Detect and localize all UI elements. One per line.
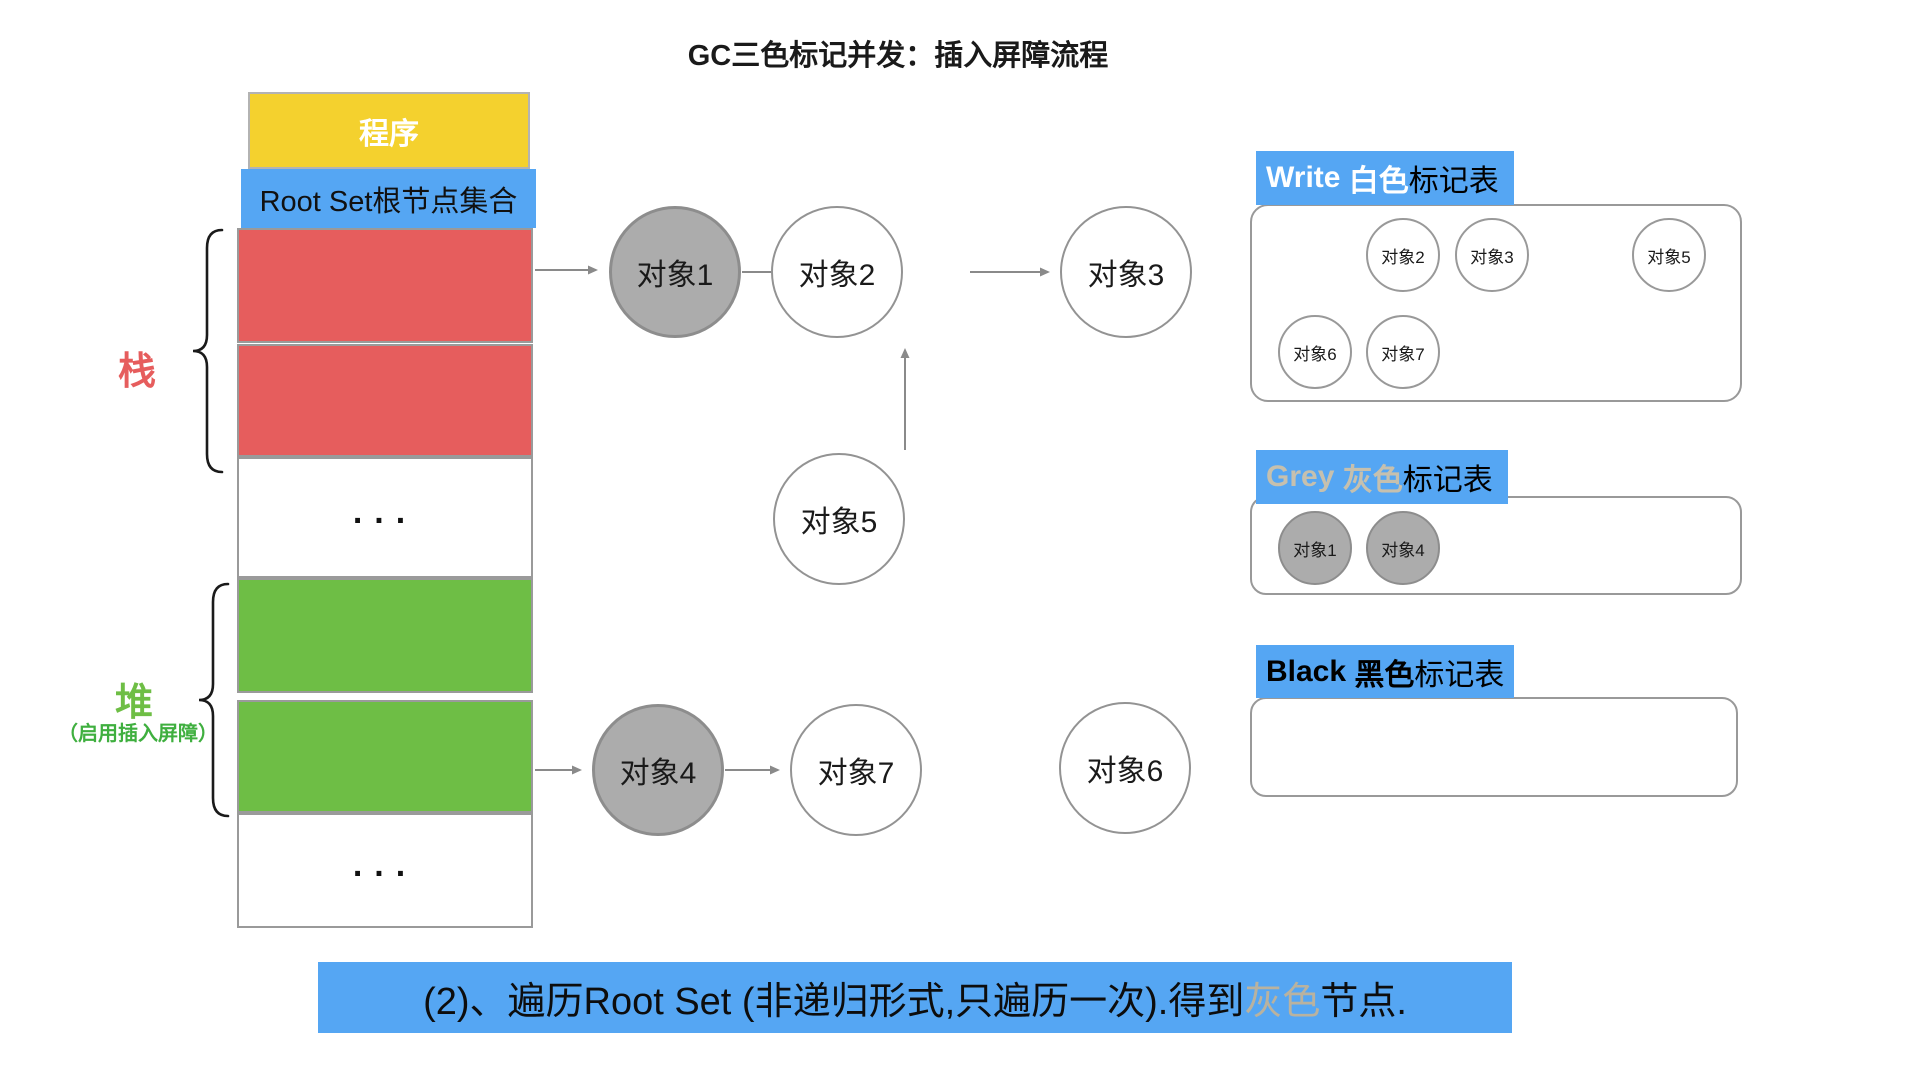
- graph-node-obj4: 对象4: [592, 704, 724, 836]
- heap-block-2: [237, 700, 533, 813]
- graph-node-obj5: 对象5: [773, 453, 905, 585]
- black-table-word-en: Black: [1266, 654, 1355, 688]
- white-table-word-en: Write: [1266, 161, 1349, 194]
- grey-table-item-obj4: 对象4: [1366, 511, 1440, 585]
- graph-node-obj3: 对象3: [1060, 206, 1192, 338]
- white-table-label: Write 白色标记表: [1256, 151, 1514, 205]
- ellipsis-block-1: ...: [237, 457, 533, 578]
- grey-table-word-en: Grey: [1266, 460, 1343, 493]
- caption-suffix: 节点.: [1320, 981, 1407, 1023]
- stack-brace: [192, 228, 224, 474]
- white-table-item-obj6: 对象6: [1278, 315, 1352, 389]
- grey-table-word-color: 灰色: [1342, 464, 1403, 497]
- heap-brace: [198, 582, 230, 818]
- ellipsis-block-2: ...: [237, 813, 533, 928]
- stack-label: 栈: [118, 351, 157, 393]
- heap-note: （启用插入屏障）: [58, 723, 218, 745]
- ellipsis-text-2: ...: [352, 846, 418, 884]
- caption-prefix: (2)、遍历Root Set (非递归形式,只遍历一次).得到: [423, 981, 1245, 1023]
- black-table-suffix: 标记表: [1414, 658, 1505, 692]
- white-table-item-obj3: 对象3: [1455, 218, 1529, 292]
- black-table: [1250, 697, 1738, 797]
- black-table-word-color: 黑色: [1354, 658, 1415, 692]
- graph-node-obj7: 对象7: [790, 704, 922, 836]
- caption-highlight: 灰色: [1244, 981, 1321, 1023]
- stack-block-2: [237, 344, 533, 457]
- graph-node-obj6: 对象6: [1059, 702, 1191, 834]
- stack-block-1: [237, 228, 533, 343]
- heap-block-1: [237, 578, 533, 693]
- heap-label: 堆: [115, 682, 154, 724]
- ellipsis-text-1: ...: [352, 493, 418, 531]
- white-table-suffix: 标记表: [1408, 165, 1499, 198]
- root-set-block: Root Set根节点集合: [241, 169, 536, 228]
- caption: (2)、遍历Root Set (非递归形式,只遍历一次).得到灰色节点.: [318, 962, 1512, 1033]
- graph-node-obj2: 对象2: [771, 206, 903, 338]
- grey-table-item-obj1: 对象1: [1278, 511, 1352, 585]
- grey-table-suffix: 标记表: [1402, 464, 1493, 497]
- program-block: 程序: [248, 92, 530, 169]
- white-table-item-obj2: 对象2: [1366, 218, 1440, 292]
- white-table-word-color: 白色: [1348, 165, 1409, 198]
- grey-table-label: Grey 灰色标记表: [1256, 450, 1508, 504]
- white-table-item-obj5: 对象5: [1632, 218, 1706, 292]
- white-table-item-obj7: 对象7: [1366, 315, 1440, 389]
- page-title: GC三色标记并发：插入屏障流程: [687, 40, 1109, 72]
- graph-node-obj1: 对象1: [609, 206, 741, 338]
- black-table-label: Black 黑色标记表: [1256, 645, 1514, 698]
